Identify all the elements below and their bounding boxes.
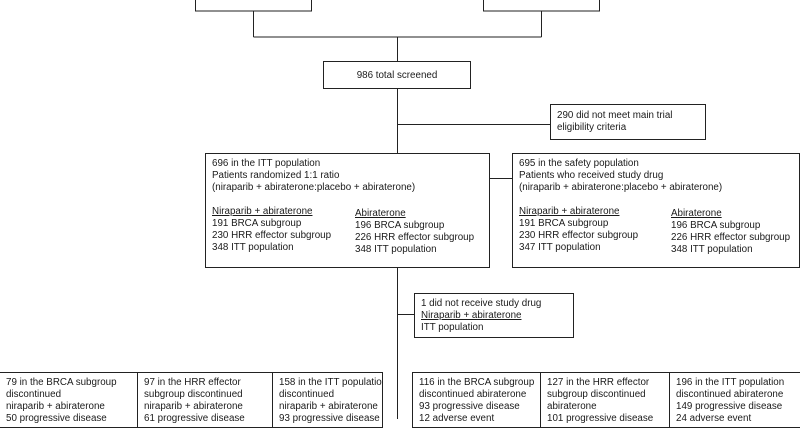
discontinued-line: 12 adverse event	[419, 413, 495, 424]
discontinued-box-hrr-abiraterone: 127 in the HRR effector subgroup discont…	[540, 372, 670, 428]
screened-box: 986 total screened	[323, 61, 471, 89]
itt-arm-left-item: 348 ITT population	[212, 242, 294, 253]
discontinued-box-itt-niraparib: 158 in the ITT population discontinued n…	[272, 372, 383, 428]
no-drug-box: 1 did not receive study drug Niraparib +…	[414, 293, 574, 338]
screened-label: 986 total screened	[356, 70, 438, 81]
discontinued-line: 158 in the ITT population	[279, 377, 383, 388]
itt-line-3: (niraparib + abiraterone:placebo + abira…	[212, 182, 416, 193]
safety-arm-left-title: Niraparib + abiraterone	[519, 206, 620, 217]
itt-population-box: 696 in the ITT population Patients rando…	[205, 153, 490, 268]
discontinued-line: 50 progressive disease	[6, 413, 107, 424]
discontinued-line: discontinued	[6, 389, 62, 400]
discontinued-line: 149 progressive disease	[676, 401, 783, 412]
safety-arm-right-item: 226 HRR effector subgroup	[671, 232, 791, 243]
itt-arm-left-title: Niraparib + abiraterone	[212, 206, 313, 217]
top-right-box-partial	[483, 0, 600, 12]
discontinued-line: 93 progressive disease	[279, 413, 380, 424]
safety-line-2: Patients who received study drug	[519, 170, 664, 181]
flow-connectors	[195, 0, 600, 419]
itt-line-2: Patients randomized 1:1 ratio	[212, 170, 340, 181]
safety-population-box: 695 in the safety population Patients wh…	[512, 153, 800, 268]
safety-line-3: (niraparib + abiraterone:placebo + abira…	[519, 182, 723, 193]
itt-arm-right-title: Abiraterone	[355, 208, 406, 219]
discontinued-line: 196 in the ITT population	[676, 377, 785, 388]
itt-arm-left-item: 191 BRCA subgroup	[212, 218, 302, 229]
discontinued-line: discontinued abiraterone	[419, 389, 527, 400]
discontinued-line: 79 in the BRCA subgroup	[6, 377, 117, 388]
itt-arm-right-item: 226 HRR effector subgroup	[355, 232, 475, 243]
discontinued-line: abiraterone	[547, 401, 597, 412]
discontinued-line: discontinued	[279, 389, 335, 400]
discontinued-line: niraparib + abiraterone	[279, 401, 378, 412]
safety-arm-abiraterone: Abiraterone 196 BRCA subgroup 226 HRR ef…	[671, 208, 790, 256]
itt-line-1: 696 in the ITT population	[212, 158, 321, 169]
discontinued-line: subgroup discontinued	[547, 389, 646, 400]
discontinued-line: niraparib + abiraterone	[6, 401, 105, 412]
safety-arm-left-item: 191 BRCA subgroup	[519, 218, 609, 229]
safety-arm-left-item: 347 ITT population	[519, 242, 601, 253]
safety-arm-right-item: 348 ITT population	[671, 244, 753, 255]
discontinued-line: 93 progressive disease	[419, 401, 520, 412]
excluded-box: 290 did not meet main trial eligibility …	[550, 104, 706, 140]
itt-arm-right-item: 196 BRCA subgroup	[355, 220, 445, 231]
safety-arm-niraparib: Niraparib + abiraterone 191 BRCA subgrou…	[519, 206, 638, 254]
no-drug-arm: Niraparib + abiraterone	[421, 310, 522, 321]
discontinued-box-brca-abiraterone: 116 in the BRCA subgroup discontinued ab…	[412, 372, 541, 428]
itt-arm-abiraterone: Abiraterone 196 BRCA subgroup 226 HRR ef…	[355, 208, 474, 256]
no-drug-line-3: ITT population	[421, 322, 484, 333]
discontinued-line: 127 in the HRR effector	[547, 377, 650, 388]
safety-arm-right-item: 196 BRCA subgroup	[671, 220, 761, 231]
discontinued-line: 101 progressive disease	[547, 413, 654, 424]
safety-arm-right-title: Abiraterone	[671, 208, 722, 219]
excluded-line-1: 290 did not meet main trial	[557, 110, 673, 121]
safety-arm-left-item: 230 HRR effector subgroup	[519, 230, 639, 241]
discontinued-line: 24 adverse event	[676, 413, 752, 424]
discontinued-line: discontinued abiraterone	[676, 389, 784, 400]
discontinued-line: 116 in the BRCA subgroup	[419, 377, 535, 388]
discontinued-line: 61 progressive disease	[144, 413, 245, 424]
itt-arm-left-item: 230 HRR effector subgroup	[212, 230, 332, 241]
discontinued-box-hrr-niraparib: 97 in the HRR effector subgroup disconti…	[137, 372, 273, 428]
discontinued-line: subgroup discontinued	[144, 389, 243, 400]
itt-arm-niraparib: Niraparib + abiraterone 191 BRCA subgrou…	[212, 206, 331, 254]
discontinued-line: niraparib + abiraterone	[144, 401, 243, 412]
discontinued-box-itt-abiraterone: 196 in the ITT population discontinued a…	[669, 372, 800, 428]
itt-arm-right-item: 348 ITT population	[355, 244, 437, 255]
excluded-line-2: eligibility criteria	[557, 122, 627, 133]
discontinued-box-brca-niraparib: 79 in the BRCA subgroup discontinued nir…	[0, 372, 138, 428]
top-left-box-partial	[195, 0, 312, 12]
discontinued-line: 97 in the HRR effector	[144, 377, 241, 388]
safety-line-1: 695 in the safety population	[519, 158, 639, 169]
no-drug-line-1: 1 did not receive study drug	[421, 298, 542, 309]
